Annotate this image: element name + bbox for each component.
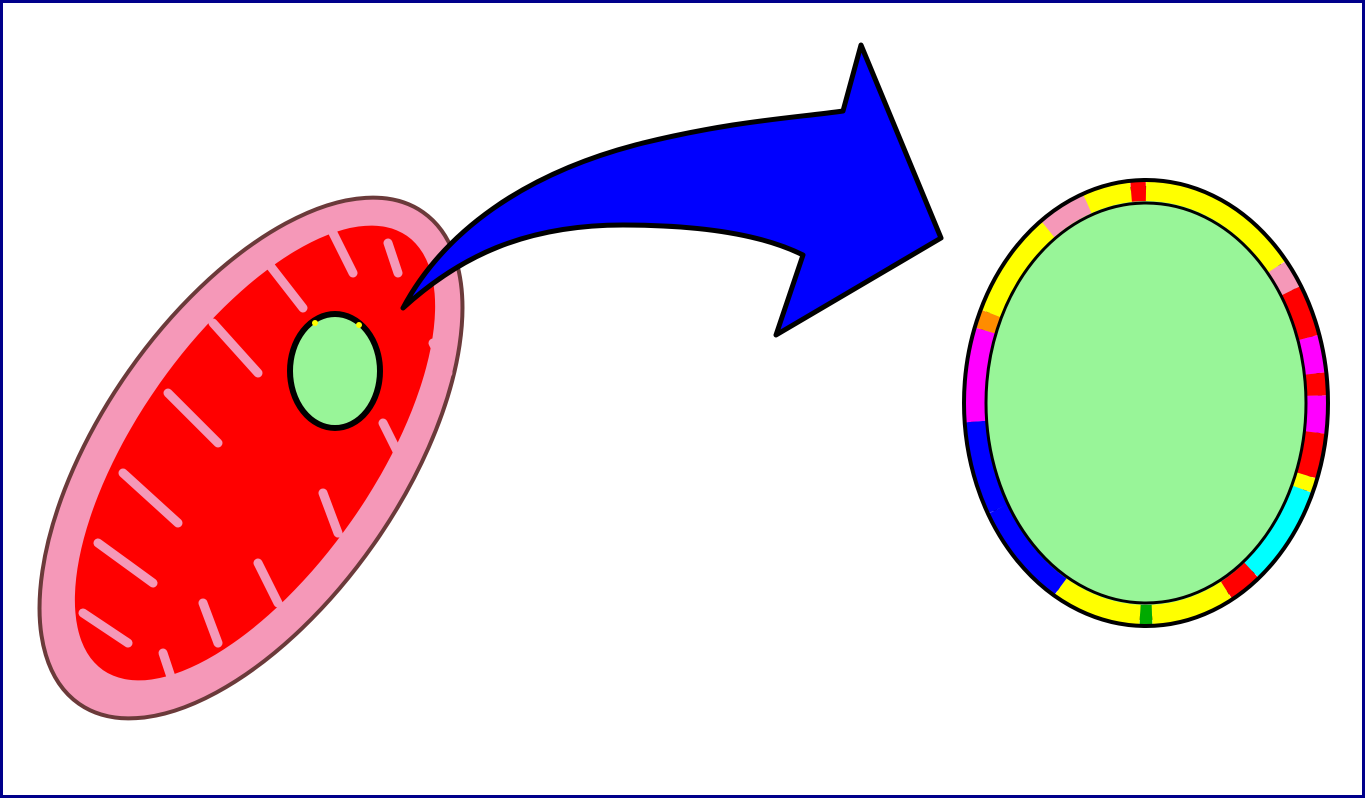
dna-ring-segment xyxy=(1088,196,1111,204)
curved-arrow-icon xyxy=(403,45,941,335)
cell-organelle xyxy=(290,314,380,428)
dna-ring-segment xyxy=(1302,476,1307,490)
organelle-marker xyxy=(312,320,318,326)
circular-dna-map xyxy=(964,180,1328,626)
organelle-marker xyxy=(356,322,362,328)
dna-ring-segment xyxy=(1307,433,1316,476)
dna-ring-segment xyxy=(1315,374,1317,396)
arrow-illustration xyxy=(403,45,941,335)
dna-ring-segment xyxy=(1277,267,1291,291)
diagram-canvas xyxy=(3,3,1365,801)
cell-illustration xyxy=(3,126,546,790)
dna-ring-segment xyxy=(1131,191,1146,192)
dna-ring-segment xyxy=(985,313,991,330)
dna-ring-segment xyxy=(975,331,985,422)
dna-ring-segment xyxy=(1309,338,1316,374)
dna-ring-segment xyxy=(1315,396,1317,433)
